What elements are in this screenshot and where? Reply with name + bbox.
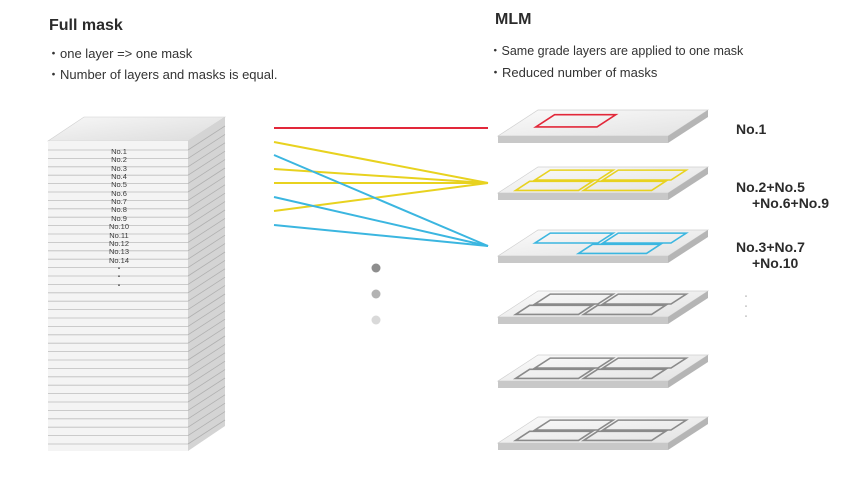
layer-label: No.6 <box>111 188 127 198</box>
mlm-bullet-2: ・Reduced number of masks <box>489 65 658 80</box>
layer-label: No.8 <box>111 205 127 215</box>
full-mask-bullet-1: ・one layer => one mask <box>47 46 193 61</box>
mask-plate <box>496 416 710 450</box>
layer-label: No.14 <box>108 255 129 265</box>
full-mask-bullet-2: ・Number of layers and masks is equal. <box>47 67 278 82</box>
blue-connector-1 <box>273 154 489 247</box>
layer-label: No.9 <box>111 213 127 223</box>
blue-connector-3 <box>273 224 489 247</box>
layer-label: No.11 <box>109 230 129 240</box>
layer-label: No.5 <box>111 180 127 190</box>
layer-label: No.7 <box>111 197 127 207</box>
ellipsis-dots <box>371 263 381 325</box>
mask-label-2: No.2+No.5 +No.6+No.9 <box>736 179 830 211</box>
mask-plate <box>496 290 710 324</box>
layer-label: ・ <box>115 263 123 273</box>
mask-label-3: No.3+No.7 +No.10 <box>736 239 805 271</box>
mask-plate <box>496 109 710 143</box>
mask-plate <box>496 229 710 263</box>
full-mask-title: Full mask <box>49 17 123 34</box>
layer-label: ・ <box>115 280 123 290</box>
blue-connector-2 <box>273 196 489 247</box>
layer-label: No.1 <box>111 147 127 156</box>
yellow-connector-4 <box>273 182 489 212</box>
mask-continuation-dots: ・ ・ ・ <box>742 292 750 321</box>
layer-label: No.3 <box>111 163 127 173</box>
mlm-title: MLM <box>495 11 532 28</box>
layer-label: No.13 <box>108 247 129 257</box>
yellow-connector-2 <box>273 168 489 184</box>
layer-label: No.4 <box>111 172 127 182</box>
layer-label: No.10 <box>108 222 129 232</box>
mlm-bullet-1: ・Same grade layers are applied to one ma… <box>489 44 744 58</box>
mask-plate <box>496 354 710 388</box>
mask-label-1: No.1 <box>736 121 767 137</box>
layer-label: No.12 <box>108 238 129 248</box>
mask-plate <box>496 166 710 200</box>
layer-label: ・ <box>115 272 123 282</box>
mask-plates <box>496 109 710 450</box>
layer-label: No.2 <box>111 155 127 165</box>
yellow-connector-1 <box>273 141 489 184</box>
connector-lines <box>273 127 489 247</box>
layer-stack <box>47 116 227 451</box>
